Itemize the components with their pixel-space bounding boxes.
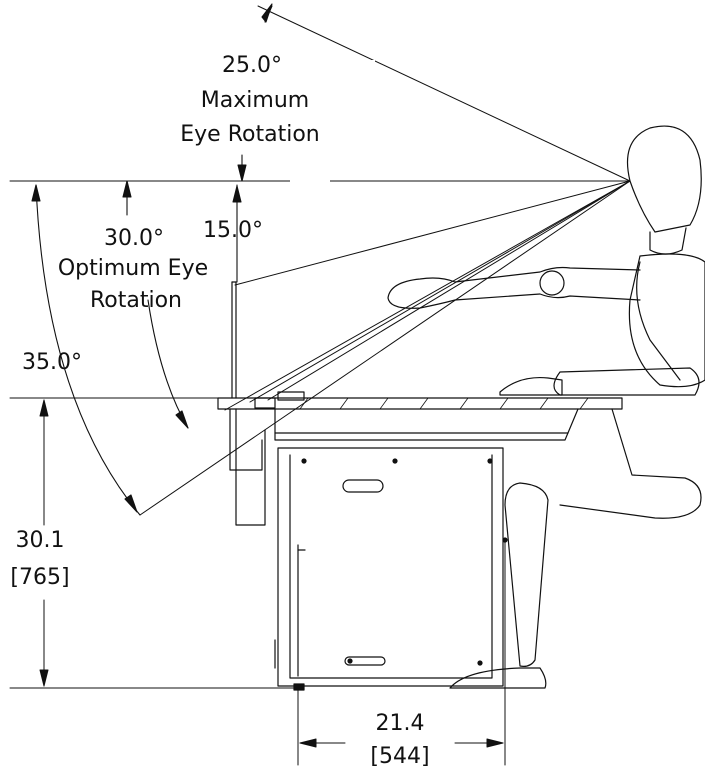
keyboard: [254, 397, 276, 409]
dimension-arcs: [31, 3, 273, 516]
arrow-height-bottom: [39, 669, 49, 687]
mannequin-foot: [449, 667, 547, 689]
arrow-depth-left: [299, 738, 317, 748]
arrow-25deg: [261, 3, 273, 23]
arrow-15deg-top: [237, 164, 247, 182]
max-eye-angle-label: 25.0°: [222, 53, 282, 78]
opt-15deg-label: 15.0°: [203, 218, 263, 243]
sight-line-to-keyboard: [267, 180, 631, 401]
height-inches-label: 30.1: [15, 528, 65, 553]
arrow-35deg-top: [31, 184, 41, 202]
height-mm-label: [765]: [10, 565, 70, 590]
sight-line-35deg: [139, 180, 631, 516]
arrow-35deg-bottom: [124, 494, 138, 513]
mannequin-head: [626, 125, 702, 233]
arrow-height-top: [39, 399, 49, 417]
label-masks: [290, 60, 375, 187]
mannequin-thigh: [553, 367, 700, 396]
mannequin-forearm: [387, 266, 641, 309]
cabinet-handle-bottom: [344, 656, 386, 666]
cabinet-handle-top: [342, 479, 384, 493]
angle-35deg-label: 35.0°: [22, 350, 82, 375]
monitor: [231, 281, 237, 399]
arrow-depth-right: [486, 738, 504, 748]
opt-eye-line2-label: Rotation: [89, 288, 183, 313]
arrow-15deg: [232, 185, 242, 203]
arrow-30deg-top: [122, 180, 132, 198]
opt-eye-line1-label: Optimum Eye: [57, 256, 209, 281]
tray: [277, 391, 305, 401]
opt-30deg-label: 30.0°: [104, 226, 164, 251]
mannequin-shin: [504, 482, 549, 667]
arrow-optimum: [175, 410, 189, 429]
depth-inches-label: 21.4: [375, 711, 425, 736]
cabinet: [274, 447, 504, 691]
sight-line-30deg: [224, 180, 631, 411]
mannequin-torso: [628, 253, 705, 388]
reference-lines: [9, 397, 506, 766]
sight-lines: [9, 5, 631, 516]
desk: [217, 391, 623, 526]
max-eye-line1-label: Maximum: [200, 88, 310, 113]
mannequin: [387, 125, 705, 689]
max-eye-line2-label: Eye Rotation: [180, 122, 320, 147]
sight-line-to-desk-edge: [249, 180, 631, 403]
sight-line-15deg: [234, 180, 631, 286]
arc-optimum: [147, 299, 189, 429]
sight-line-25deg: [257, 5, 631, 182]
depth-mm-label: [544]: [370, 744, 430, 769]
cabinet-body: [277, 447, 504, 687]
arc-35deg: [35, 184, 141, 516]
